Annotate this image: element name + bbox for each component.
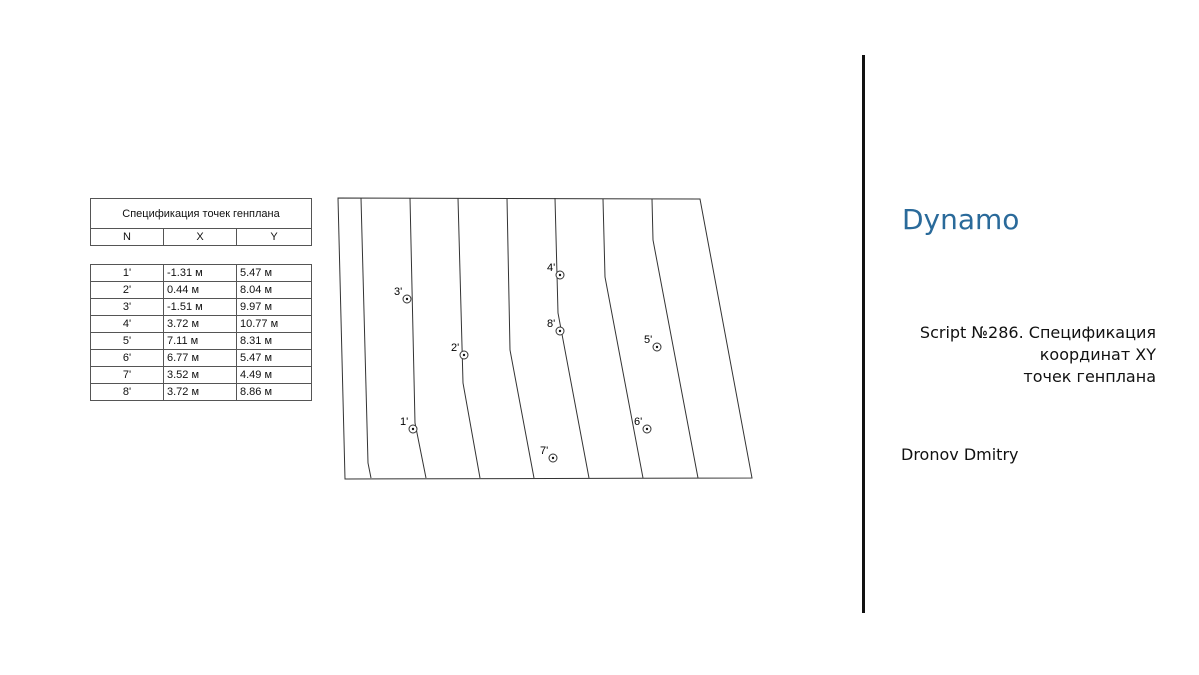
contour-line [651, 198, 699, 479]
survey-point: 8' [547, 318, 565, 336]
point-label: 7' [540, 445, 548, 457]
script-title-line: Script №286. Спецификация [919, 323, 1156, 342]
contour-line [360, 197, 372, 479]
contour-line [506, 197, 535, 479]
survey-point: 1' [400, 416, 418, 434]
cell-x: -1.51 м [163, 298, 237, 316]
point-label: 3' [394, 286, 402, 298]
script-title: Script №286. Спецификация координат XY т… [880, 322, 1156, 388]
cell-y: 8.86 м [236, 383, 312, 401]
point-label: 5' [644, 334, 652, 346]
survey-point: 2' [451, 342, 469, 360]
cell-y: 8.31 м [236, 332, 312, 350]
contour-line [602, 198, 644, 479]
survey-point: 6' [634, 416, 652, 434]
divider-line [862, 55, 865, 613]
col-y: Y [236, 228, 312, 246]
cell-x: 7.11 м [163, 332, 237, 350]
cell-y: 9.97 м [236, 298, 312, 316]
point-label: 4' [547, 262, 555, 274]
point-label: 8' [547, 318, 555, 330]
survey-point: 4' [547, 262, 565, 280]
point-label: 6' [634, 416, 642, 428]
brand-title: Dynamo [902, 203, 1020, 236]
cell-n: 8' [90, 383, 164, 401]
survey-point: 7' [540, 445, 558, 463]
survey-point: 3' [394, 286, 412, 304]
cell-y: 8.04 м [236, 281, 312, 299]
survey-point: 5' [644, 334, 662, 352]
author: Dronov Dmitry [901, 445, 1019, 464]
script-title-line: точек генплана [1023, 367, 1156, 386]
contour-line [554, 197, 590, 479]
point-label: 2' [451, 342, 459, 354]
point-label: 1' [400, 416, 408, 428]
contour-line [457, 197, 481, 479]
plan-boundary [337, 197, 753, 480]
cell-x: 3.72 м [163, 383, 237, 401]
contour-line [409, 197, 427, 479]
script-title-line: координат XY [1039, 345, 1156, 364]
cell-y: 4.49 м [236, 366, 312, 384]
table-title: Спецификация точек генплана [90, 198, 312, 229]
cell-y: 10.77 м [236, 315, 312, 333]
